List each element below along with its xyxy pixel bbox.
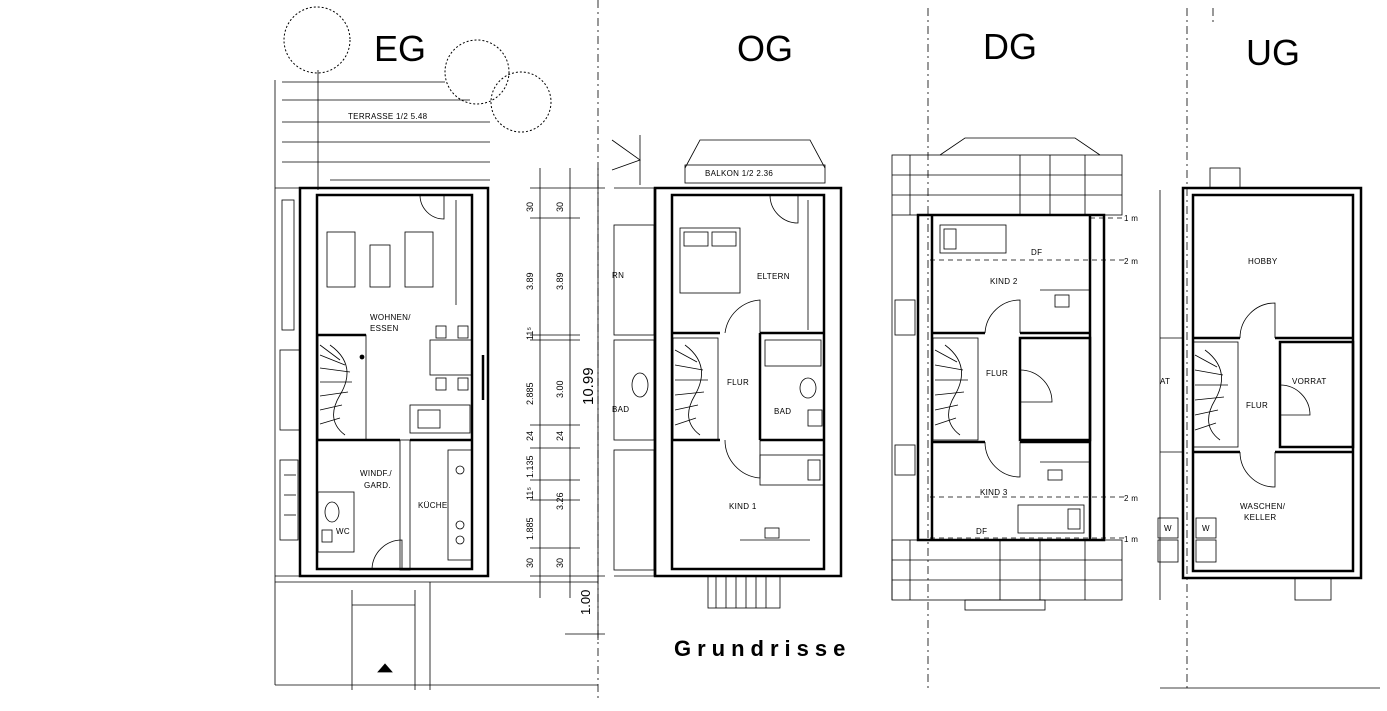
- room-label-eltern: ELTERN: [757, 272, 790, 281]
- stair-icon: [317, 334, 367, 441]
- stair-icon: [672, 337, 719, 441]
- eg-plan: TERRASSE 1/2 5.48 WOH: [274, 6, 598, 690]
- svg-text:AT: AT: [1160, 377, 1170, 386]
- svg-text:1 m: 1 m: [1124, 214, 1138, 223]
- svg-text:24: 24: [525, 431, 535, 441]
- dimension-chains: 30 3.89 11⁵ 2.885 24 1.135 11⁵ 1.885 30 …: [525, 168, 605, 640]
- room-label-wc: WC: [336, 527, 350, 536]
- room-label-kueche: KÜCHE: [418, 501, 448, 510]
- room-label-flur-og: FLUR: [727, 378, 749, 387]
- dg-outer-wall: [916, 213, 1106, 542]
- floor-title-ug: UG: [1246, 32, 1300, 73]
- tree-icon: [444, 39, 510, 105]
- svg-text:DF: DF: [1031, 248, 1042, 257]
- svg-text:3.00: 3.00: [555, 380, 565, 398]
- floor-title-eg: EG: [374, 28, 426, 69]
- dg-plan: 1 m 2 m 2 m 1 m DF KIND 2 FLUR: [891, 137, 1138, 611]
- svg-text:2.885: 2.885: [525, 382, 535, 405]
- svg-text:1.135: 1.135: [525, 455, 535, 478]
- ug-plan: HOBBY FLUR VORRAT WASCHEN/ KELLER W: [1157, 167, 1363, 601]
- room-label-flur-dg: FLUR: [986, 369, 1008, 378]
- room-label-waschen-2: KELLER: [1244, 513, 1276, 522]
- svg-text:11⁵: 11⁵: [525, 487, 535, 500]
- sheet-separators: [275, 0, 1380, 700]
- tree-icon: [283, 6, 351, 74]
- svg-text:30: 30: [525, 202, 535, 212]
- room-label-waschen-1: WASCHEN/: [1240, 502, 1286, 511]
- stair-icon: [932, 337, 979, 441]
- svg-text:1 m: 1 m: [1124, 535, 1138, 544]
- svg-text:W: W: [1164, 524, 1172, 533]
- svg-text:2 m: 2 m: [1124, 257, 1138, 266]
- tree-icon: [490, 71, 552, 133]
- room-label-vorrat: VORRAT: [1292, 377, 1327, 386]
- room-label-windfang-2: GARD.: [364, 481, 391, 490]
- svg-text:BAD: BAD: [612, 405, 629, 414]
- outside-length-label: 1.00: [578, 590, 593, 615]
- svg-text:11⁵: 11⁵: [525, 327, 535, 340]
- svg-text:3.89: 3.89: [525, 272, 535, 290]
- svg-text:30: 30: [525, 558, 535, 568]
- svg-text:RN: RN: [612, 271, 624, 280]
- total-length-label: 10.99: [580, 367, 597, 405]
- svg-text:1.885: 1.885: [525, 517, 535, 540]
- svg-text:3.89: 3.89: [555, 272, 565, 290]
- entrance-arrow-icon: [377, 663, 393, 673]
- room-label-terrasse: TERRASSE 1/2 5.48: [348, 112, 428, 121]
- og-plan: BALKON 1/2 2.36 RN BAD ELTERN: [611, 135, 843, 609]
- svg-text:DF: DF: [976, 527, 987, 536]
- room-label-hobby: HOBBY: [1248, 257, 1278, 266]
- floor-title-dg: DG: [983, 26, 1037, 67]
- room-label-kind2: KIND 2: [990, 277, 1018, 286]
- svg-text:30: 30: [555, 558, 565, 568]
- room-label-windfang-1: WINDF./: [360, 469, 392, 478]
- room-label-bad: BAD: [774, 407, 791, 416]
- room-label-wohnen-1: WOHNEN/: [370, 313, 411, 322]
- room-label-balkon: BALKON 1/2 2.36: [705, 169, 773, 178]
- svg-text:24: 24: [555, 431, 565, 441]
- caption-grundrisse: Grundrisse: [674, 636, 851, 661]
- svg-text:30: 30: [555, 202, 565, 212]
- svg-text:W: W: [1202, 524, 1210, 533]
- room-label-wohnen-2: ESSEN: [370, 324, 399, 333]
- room-label-kind3: KIND 3: [980, 488, 1008, 497]
- room-label-kind1: KIND 1: [729, 502, 757, 511]
- svg-text:2 m: 2 m: [1124, 494, 1138, 503]
- room-label-flur-ug: FLUR: [1246, 401, 1268, 410]
- stair-icon: [1192, 341, 1239, 448]
- floor-title-og: OG: [737, 28, 793, 69]
- svg-text:3.26: 3.26: [555, 492, 565, 510]
- ug-outer-wall: [1181, 186, 1363, 580]
